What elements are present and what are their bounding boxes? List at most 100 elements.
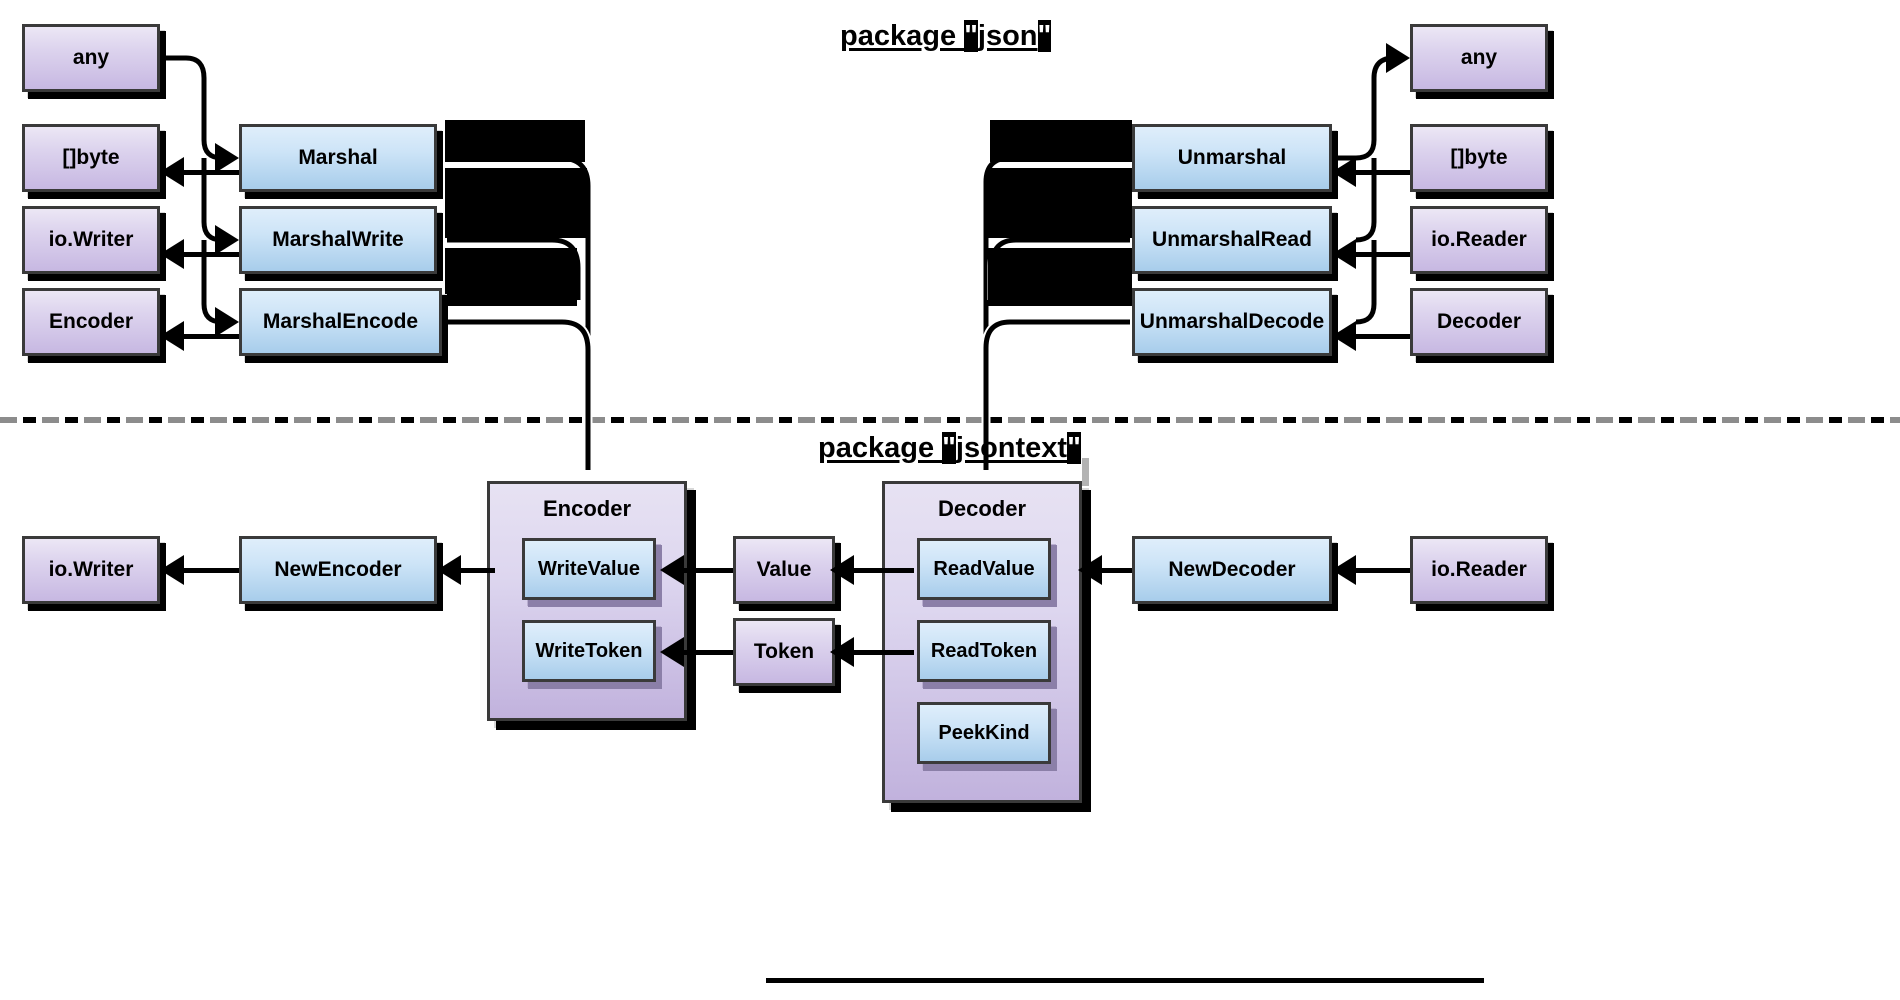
node-write-token[interactable]: WriteToken (522, 620, 656, 682)
node-label: io.Writer (48, 227, 134, 251)
section-title-jsontext-prefix: package (818, 432, 943, 464)
arrowhead-any-to-marshalencode (215, 307, 239, 337)
node-label: UnmarshalRead (1152, 227, 1312, 251)
edge-bytes-to-unmarshal (1344, 170, 1414, 175)
group-decoder[interactable]: Decoder ReadValue ReadToken PeekKind (882, 481, 1082, 803)
overlap-artifact-right-2 (988, 168, 1132, 238)
node-label: NewDecoder (1168, 557, 1296, 581)
arrowhead-readtoken-to-token (830, 637, 854, 667)
section-title-jsontext-name: jsontext (955, 432, 1068, 464)
overlap-artifact-right-1 (990, 120, 1132, 162)
overlap-artifact-left-2 (445, 168, 587, 238)
node-label: any (72, 45, 110, 69)
arrowhead-any-to-marshal (215, 143, 239, 173)
node-label: ReadValue (933, 557, 1035, 580)
arrowhead-unmarshal-to-any (1386, 43, 1410, 73)
arrowhead-any-to-marshalwrite (215, 225, 239, 255)
node-label: Value (756, 557, 812, 581)
section-title-jsontext: package "jsontext" (818, 432, 1081, 465)
arrowhead-marshalwrite-to-iowriter (160, 239, 184, 269)
node-io-reader-input[interactable]: io.Reader (1410, 206, 1548, 274)
arrowhead-ioreader-to-newdecoder (1332, 555, 1356, 585)
node-token[interactable]: Token (733, 618, 835, 686)
node-any-input[interactable]: any (22, 24, 160, 92)
package-divider (0, 417, 1900, 423)
edge-decoder-to-unmarshaldecode (1344, 334, 1414, 339)
edge-newencoder-to-iowriter (170, 568, 242, 573)
node-encoder-output[interactable]: Encoder (22, 288, 160, 356)
edge-value-to-writevalue (672, 568, 738, 573)
node-new-encoder[interactable]: NewEncoder (239, 536, 437, 604)
group-encoder[interactable]: Encoder WriteValue WriteToken (487, 481, 687, 721)
node-decoder-input[interactable]: Decoder (1410, 288, 1548, 356)
node-label: NewEncoder (274, 557, 402, 581)
baseline-decoder (766, 978, 1484, 983)
arrowhead-readvalue-to-value (830, 555, 854, 585)
node-label: ReadToken (930, 639, 1038, 662)
edge-encoder-to-newencoder (447, 568, 495, 573)
node-marshal-write[interactable]: MarshalWrite (239, 206, 437, 274)
section-title-json: package "json" (840, 20, 1052, 53)
overlap-artifact-left-3 (445, 248, 577, 306)
node-label: Token (753, 639, 815, 663)
edge-token-to-writetoken (672, 650, 738, 655)
node-io-reader-source[interactable]: io.Reader (1410, 536, 1548, 604)
section-title-jsontext-quoted-close: " (1067, 432, 1081, 464)
node-bytes-output[interactable]: []byte (22, 124, 160, 192)
node-label: []byte (62, 145, 120, 169)
arrowhead-newdecoder-to-decoder (1078, 555, 1102, 585)
node-io-writer-output[interactable]: io.Writer (22, 206, 160, 274)
node-label: io.Reader (1431, 557, 1527, 581)
arrowhead-ioreader-to-unmarshalread (1332, 239, 1356, 269)
node-label: PeekKind (938, 721, 1030, 744)
overlap-artifact-left-1 (445, 120, 585, 162)
node-io-writer-sink[interactable]: io.Writer (22, 536, 160, 604)
node-label: []byte (1450, 145, 1508, 169)
arrowhead-marshalencode-to-encoder (160, 321, 184, 351)
node-marshal-encode[interactable]: MarshalEncode (239, 288, 442, 356)
node-label: io.Writer (48, 557, 134, 581)
node-bytes-input[interactable]: []byte (1410, 124, 1548, 192)
edge-readvalue-to-value (842, 568, 914, 573)
section-title-json-name: json (977, 20, 1038, 52)
decoder-group-shadow-tick (1082, 458, 1089, 486)
node-new-decoder[interactable]: NewDecoder (1132, 536, 1332, 604)
node-label: Encoder (48, 309, 134, 333)
node-label: MarshalWrite (272, 227, 404, 251)
node-label: Unmarshal (1177, 145, 1287, 169)
arrowhead-value-to-writevalue (660, 555, 684, 585)
edge-ioreader-to-unmarshalread (1344, 252, 1414, 257)
node-label: WriteValue (538, 557, 640, 580)
edge-readtoken-to-token (842, 650, 914, 655)
node-write-value[interactable]: WriteValue (522, 538, 656, 600)
node-any-result[interactable]: any (1410, 24, 1548, 92)
node-label: MarshalEncode (262, 309, 419, 333)
arrowhead-newencoder-to-iowriter (160, 555, 184, 585)
section-title-json-prefix: package (840, 20, 965, 52)
node-label: io.Reader (1431, 227, 1527, 251)
arrowhead-bytes-to-unmarshal (1332, 157, 1356, 187)
node-label: any (1460, 45, 1498, 69)
section-title-jsontext-quoted-open: " (942, 432, 956, 464)
node-marshal[interactable]: Marshal (239, 124, 437, 192)
node-read-token[interactable]: ReadToken (917, 620, 1051, 682)
section-title-json-quoted-close: " (1037, 20, 1052, 52)
node-unmarshal-read[interactable]: UnmarshalRead (1132, 206, 1332, 274)
overlap-artifact-right-3 (988, 248, 1132, 306)
node-label: UnmarshalDecode (1139, 309, 1325, 333)
node-unmarshal[interactable]: Unmarshal (1132, 124, 1332, 192)
node-label: WriteToken (535, 639, 643, 662)
node-peek-kind[interactable]: PeekKind (917, 702, 1051, 764)
section-title-json-quoted-open: " (964, 20, 978, 52)
group-decoder-title: Decoder (937, 496, 1027, 521)
arrowhead-token-to-writetoken (660, 637, 684, 667)
node-read-value[interactable]: ReadValue (917, 538, 1051, 600)
node-unmarshal-decode[interactable]: UnmarshalDecode (1132, 288, 1332, 356)
node-value[interactable]: Value (733, 536, 835, 604)
edge-ioreader-to-newdecoder (1344, 568, 1416, 573)
edge-newdecoder-to-decoder (1090, 568, 1138, 573)
arrowhead-decoder-to-unmarshaldecode (1332, 321, 1356, 351)
edge-marshalencode-to-encoder (170, 334, 240, 339)
arrowhead-marshal-to-bytes (160, 157, 184, 187)
